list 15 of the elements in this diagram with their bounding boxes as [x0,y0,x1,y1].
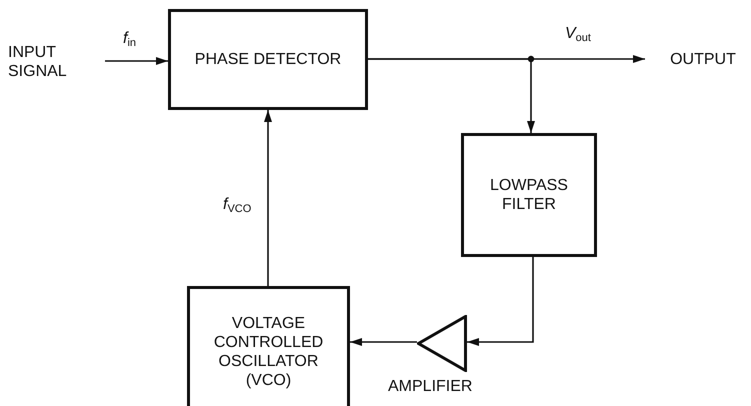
amplifier-triangle [417,315,467,372]
block-label: PHASE DETECTOR [194,50,342,69]
block-label: LOWPASS FILTER [489,176,569,214]
signal-text: OUTPUT [670,50,736,68]
arrow [368,58,535,133]
arrow [467,257,534,346]
block-label: VOLTAGE CONTROLLED OSCILLATOR (VCO) [212,314,324,390]
arrow [350,338,417,346]
arrow [105,57,168,65]
arrow [264,110,272,286]
block-box [187,286,350,406]
component-caption: AMPLIFIER [388,378,472,396]
block-box [168,9,368,110]
block-box [461,133,597,257]
signal-text: INPUT SIGNAL [8,43,92,81]
